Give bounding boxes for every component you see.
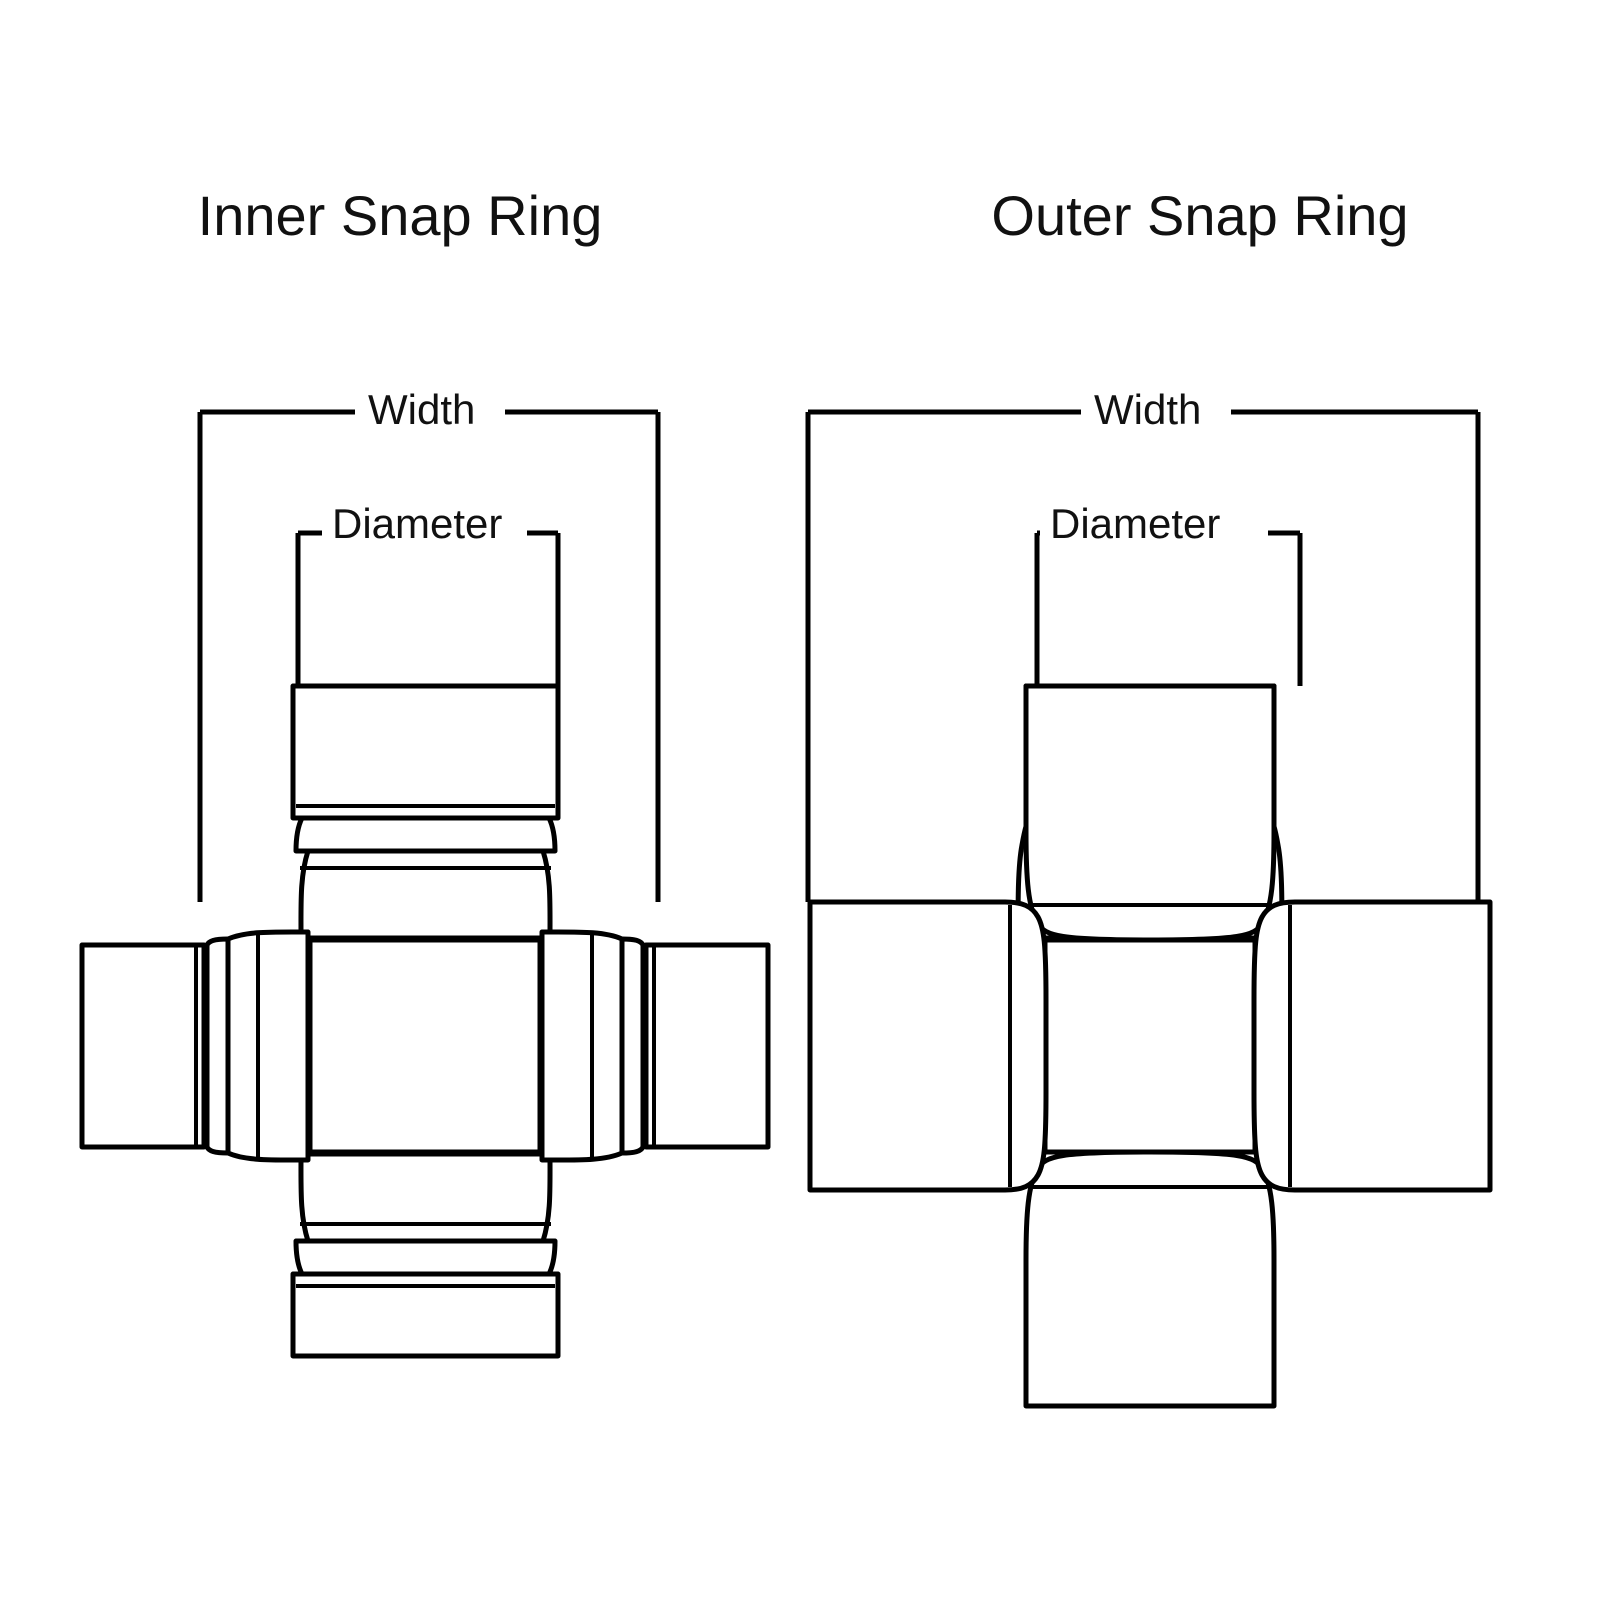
outer-width-dimension-label: Width: [1084, 386, 1212, 434]
panel-outer-snap-ring: Outer Snap Ring: [800, 0, 1600, 1600]
panel-title-inner: Inner Snap Ring: [197, 184, 603, 247]
inner-width-dimension-label: Width: [358, 386, 486, 434]
panel-inner-snap-ring: Inner Snap Ring: [197, 184, 603, 247]
outer-diameter-dimension-label: Diameter: [1040, 500, 1231, 548]
inner-diameter-dimension-label: Diameter: [322, 500, 513, 548]
panel-title-outer: Outer Snap Ring: [991, 184, 1409, 247]
